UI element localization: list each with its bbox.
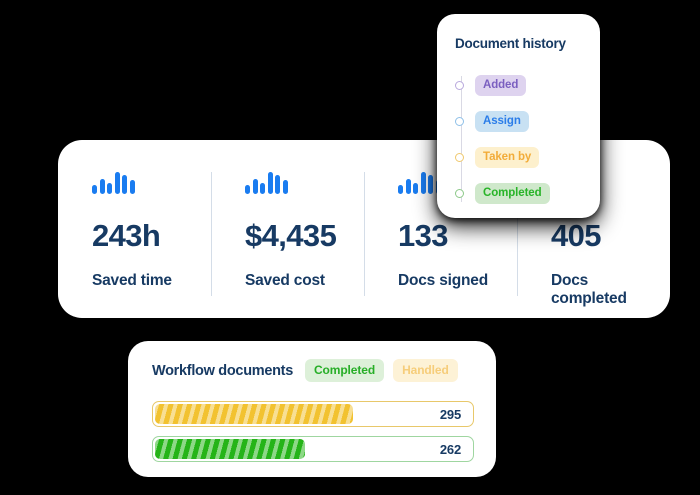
stat-docs-completed: 405 Docs completed [517,170,670,318]
stat-value: 243h [92,218,161,253]
stat-label: Docs signed [398,272,488,289]
progress-fill [155,404,354,424]
chip-completed[interactable]: Completed [304,359,385,382]
stat-saved-cost: $4,435 Saved cost [211,170,364,318]
progress-bar-handled[interactable]: 295 [152,401,474,427]
stat-label: Saved cost [245,272,325,289]
status-badge: Assign [475,110,529,132]
stat-label: Docs completed [551,272,627,307]
stat-value: 405 [551,218,602,253]
bar-chart-icon [245,170,342,194]
timeline-dot-icon [455,80,464,90]
stat-label: Saved time [92,272,172,289]
workflow-documents-card: Workflow documents Completed Handled 295… [128,341,496,477]
history-event-added[interactable]: Added [455,67,584,103]
chip-handled[interactable]: Handled [393,359,458,382]
progress-bar-completed[interactable]: 262 [152,436,474,462]
document-history-card: Document history Added Assign Taken by C… [437,14,600,218]
progress-value: 295 [439,406,461,422]
bar-chart-icon [92,170,189,194]
stat-saved-time: 243h Saved time [58,170,211,318]
stat-docs-signed: 133 Docs signed [364,170,517,318]
timeline-dot-icon [455,188,464,198]
status-badge: Added [475,74,527,96]
history-event-assign[interactable]: Assign [455,103,584,139]
history-event-completed[interactable]: Completed [455,175,584,211]
history-event-taken-by[interactable]: Taken by [455,139,584,175]
stat-value: $4,435 [245,218,337,253]
status-badge: Completed [475,182,550,204]
status-badge: Taken by [475,146,540,168]
document-history-title: Document history [455,36,566,51]
stat-value: 133 [398,218,449,253]
history-timeline: Added Assign Taken by Completed [455,67,584,211]
progress-value: 262 [439,441,461,457]
timeline-dot-icon [455,116,464,126]
workflow-title: Workflow documents [152,362,293,379]
workflow-header: Workflow documents Completed Handled [152,359,474,382]
progress-fill [155,439,306,459]
timeline-dot-icon [455,152,464,162]
